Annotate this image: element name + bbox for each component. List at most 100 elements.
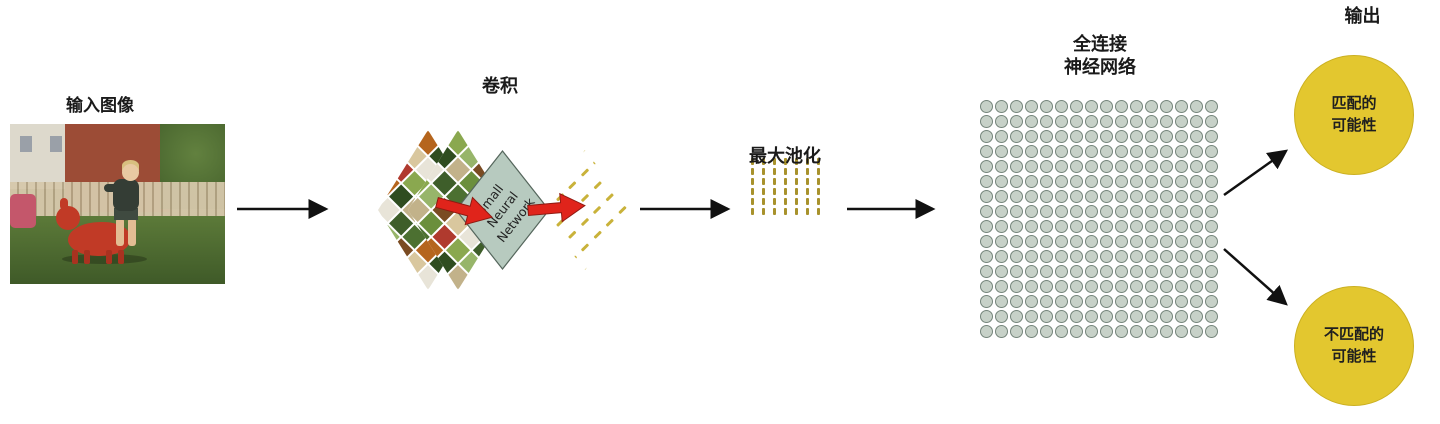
fc-node <box>1190 115 1203 128</box>
fc-node <box>1160 205 1173 218</box>
photo-hopper-toy <box>56 206 80 230</box>
fc-node <box>1145 325 1158 338</box>
fc-node <box>1010 265 1023 278</box>
pool-dash <box>750 168 754 175</box>
fc-node <box>1085 235 1098 248</box>
feature-dash <box>617 156 627 165</box>
nn-diamond-shape <box>455 150 550 270</box>
fc-node <box>1145 160 1158 173</box>
feature-dash <box>580 150 590 153</box>
fc-node <box>1190 280 1203 293</box>
fc-node <box>1205 325 1218 338</box>
feature-dash <box>605 150 614 153</box>
pool-dash <box>783 178 787 185</box>
fc-node <box>1025 205 1038 218</box>
output-label: 输出 <box>1344 6 1381 27</box>
feature-dash <box>556 267 565 270</box>
fc-node <box>1145 145 1158 158</box>
input-image-label: 输入图像 <box>66 96 134 116</box>
fc-node <box>1055 250 1068 263</box>
match-circle-label: 匹配的 可能性 <box>1331 94 1377 134</box>
fc-node <box>1160 325 1173 338</box>
fc-node <box>1145 190 1158 203</box>
patch-tile <box>389 130 414 155</box>
fc-node <box>1175 145 1188 158</box>
convolution-cluster: Small Neural Network <box>375 120 635 300</box>
fc-node <box>1025 100 1038 113</box>
fc-node <box>1160 220 1173 233</box>
fc-node <box>1055 310 1068 323</box>
fc-node <box>1025 280 1038 293</box>
fc-node <box>1115 115 1128 128</box>
fc-node <box>1175 310 1188 323</box>
fc-node <box>1070 235 1083 248</box>
red-arrow-in-icon <box>435 196 494 226</box>
fc-node <box>1010 145 1023 158</box>
photo-slide-toy <box>10 194 36 228</box>
fc-node <box>1055 175 1068 188</box>
fc-node <box>1205 190 1218 203</box>
photo-window <box>20 136 32 152</box>
fc-node <box>1085 265 1098 278</box>
pool-dash <box>816 208 820 215</box>
fc-node <box>1130 250 1143 263</box>
fc-node <box>1145 205 1158 218</box>
fc-node <box>995 100 1008 113</box>
fc-node <box>1190 295 1203 308</box>
fc-node <box>1085 250 1098 263</box>
fc-node <box>1025 190 1038 203</box>
photo-child <box>114 208 138 220</box>
pool-dash <box>794 168 798 175</box>
fc-node <box>1100 325 1113 338</box>
fc-node <box>1115 205 1128 218</box>
fc-node <box>1055 190 1068 203</box>
fc-node <box>1130 310 1143 323</box>
fc-node <box>1160 145 1173 158</box>
feature-dash <box>630 193 631 202</box>
fc-node <box>1070 310 1083 323</box>
pool-dash <box>772 178 776 185</box>
red-arrow-out-icon <box>527 192 586 223</box>
feature-dash <box>605 242 614 252</box>
fc-node <box>1010 235 1023 248</box>
fc-node <box>1145 100 1158 113</box>
pool-dash <box>816 188 820 195</box>
fc-node <box>1145 220 1158 233</box>
fc-node <box>1010 205 1023 218</box>
pool-dash <box>772 158 776 165</box>
photo-child <box>104 184 118 192</box>
fc-node <box>980 310 993 323</box>
pool-dash <box>772 198 776 205</box>
fc-node <box>1040 160 1053 173</box>
pool-dash <box>816 198 820 205</box>
fc-node <box>1010 310 1023 323</box>
pool-dash <box>761 178 765 185</box>
fc-node <box>1205 265 1218 278</box>
fc-node <box>995 145 1008 158</box>
fc-node <box>1175 115 1188 128</box>
pool-dash <box>783 208 787 215</box>
fc-node <box>1145 295 1158 308</box>
pool-dash <box>805 198 809 205</box>
match-circle: 匹配的 可能性 <box>1294 55 1414 175</box>
pool-dash <box>794 198 798 205</box>
fc-node <box>1070 145 1083 158</box>
fc-node <box>1100 175 1113 188</box>
fc-network-label: 全连接 神经网络 <box>1064 34 1136 78</box>
feature-dash <box>605 168 614 178</box>
feature-dash <box>617 255 627 264</box>
feature-dash <box>568 255 577 264</box>
feature-dash <box>605 193 614 202</box>
fc-node <box>1160 310 1173 323</box>
fc-node <box>1190 160 1203 173</box>
fc-node <box>1025 325 1038 338</box>
max-pooling-label: 最大池化 <box>749 146 821 167</box>
fc-node <box>1100 250 1113 263</box>
fc-node <box>1085 100 1098 113</box>
pool-dash <box>761 158 765 165</box>
fc-node <box>1100 130 1113 143</box>
pool-dash <box>750 158 754 165</box>
pool-dash <box>761 208 765 215</box>
fc-node <box>1115 175 1128 188</box>
fc-node <box>1175 235 1188 248</box>
